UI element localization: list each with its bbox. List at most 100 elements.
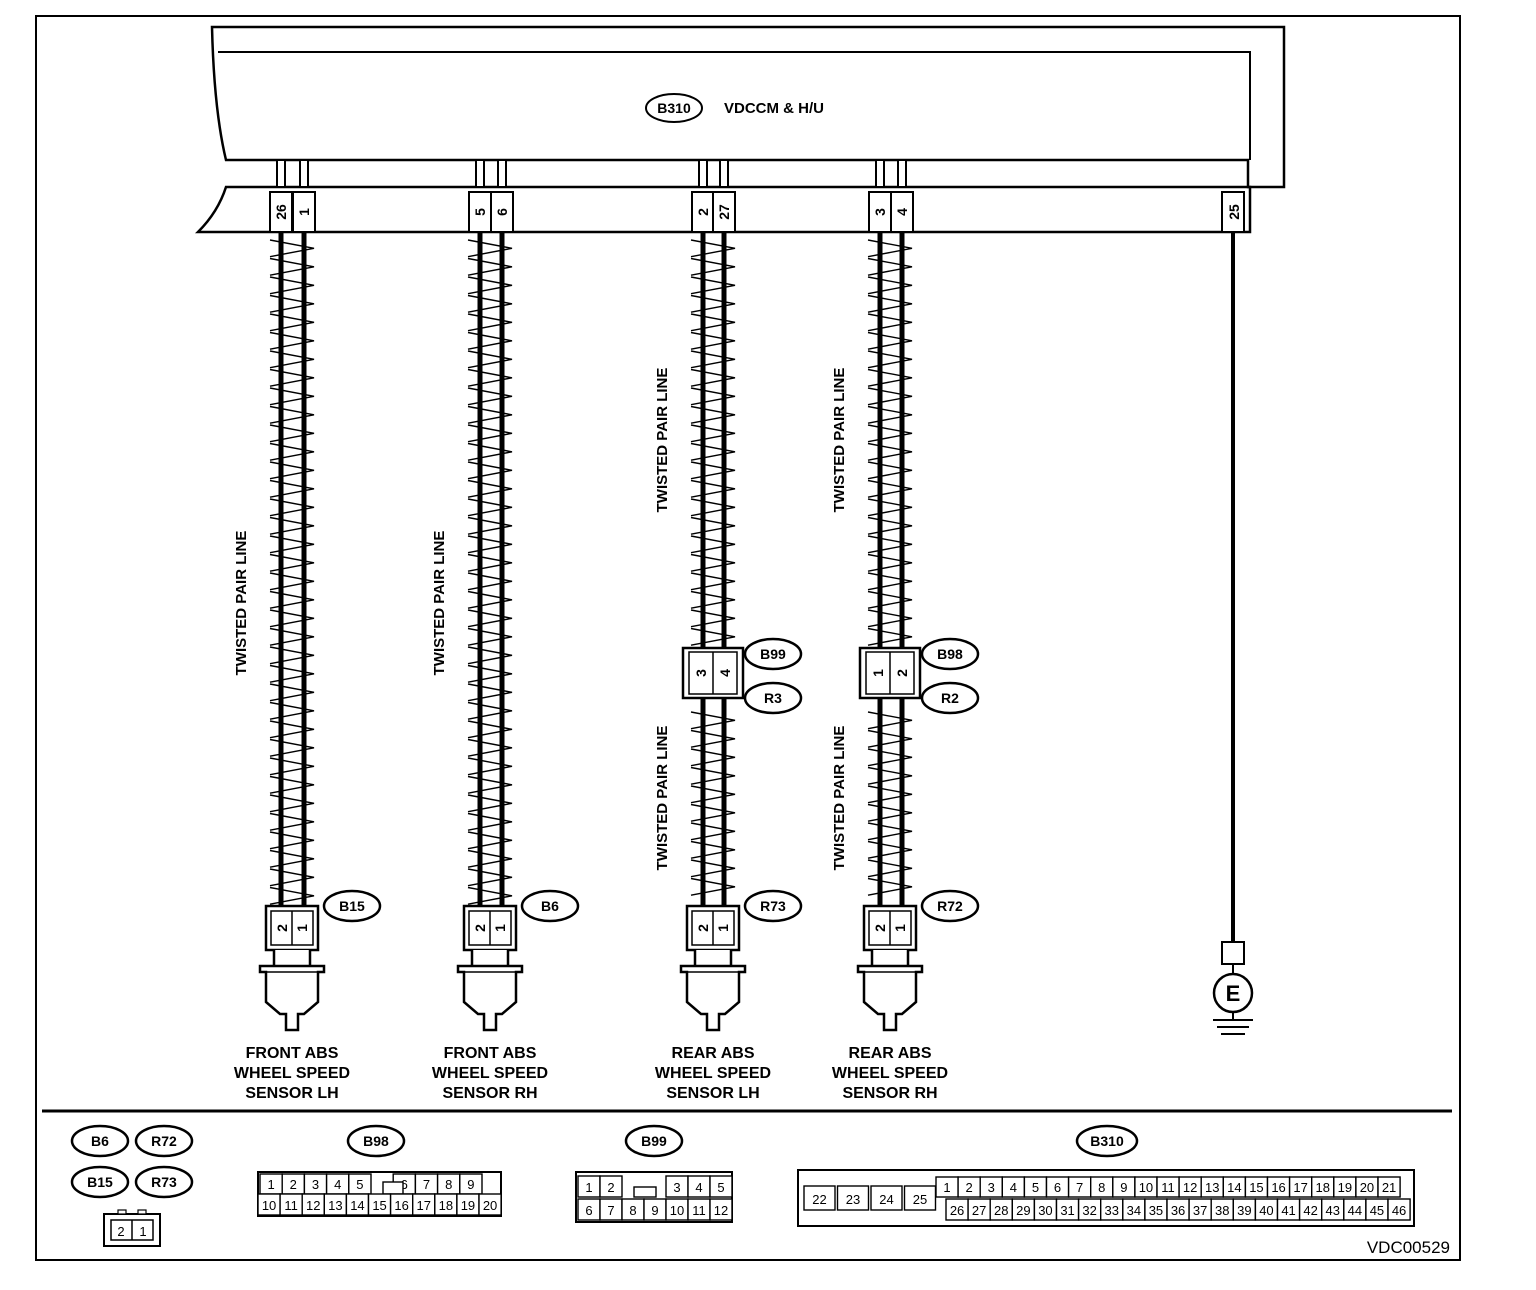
sensor-connector-pin-number: 1 — [892, 924, 908, 932]
legend-pin-number: 38 — [1215, 1203, 1229, 1218]
legend-pin-number: 18 — [1316, 1180, 1330, 1195]
ecu-pin-tab — [698, 159, 708, 188]
ecu-pin-number: 1 — [296, 208, 312, 216]
wheel-speed-sensor-body — [258, 950, 326, 1032]
intermediate-pin-number: 4 — [717, 669, 733, 677]
ground-pin-number: 25 — [1226, 204, 1242, 220]
legend-pin-number: 17 — [417, 1198, 431, 1213]
ecu-pin-number: 4 — [894, 208, 910, 216]
control-unit-connector-strip — [194, 185, 1252, 234]
legend-pin-number: 7 — [423, 1177, 430, 1192]
sensor-name-line: WHEEL SPEED — [832, 1065, 948, 1082]
legend-pin-number: 16 — [1271, 1180, 1285, 1195]
legend-pin-cell — [836, 1185, 870, 1211]
legend-pin-number: 37 — [1193, 1203, 1207, 1218]
legend-pin-number: 1 — [943, 1180, 950, 1195]
legend-pin-number: 16 — [394, 1198, 408, 1213]
legend-pin-number: 41 — [1281, 1203, 1295, 1218]
intermediate-connector-top-id: B99 — [760, 646, 786, 662]
legend-pin-number: 9 — [651, 1203, 658, 1218]
legend-pin-number: 42 — [1303, 1203, 1317, 1218]
legend-pin-cell — [1387, 1198, 1411, 1221]
sensor-connector-id: B15 — [339, 898, 365, 914]
intermediate-connector-bottom-id: R2 — [941, 690, 959, 706]
legend-pin-number: 2 — [966, 1180, 973, 1195]
outer-frame — [35, 15, 1461, 1261]
legend-pin-number: 13 — [1205, 1180, 1219, 1195]
ecu-pin-number: 5 — [472, 208, 488, 216]
sensor-connector-id: B6 — [541, 898, 559, 914]
legend-pin-number: 9 — [467, 1177, 474, 1192]
sensor-name-line: WHEEL SPEED — [234, 1065, 350, 1082]
ground-circuit: 25 E — [1212, 191, 1254, 1035]
legend-pin-cell — [599, 1175, 623, 1198]
legend-pin-number: 32 — [1082, 1203, 1096, 1218]
sensor-connector-pin-number: 2 — [695, 924, 711, 932]
legend-connector-id: B6 — [91, 1133, 109, 1149]
legend-pin-number: 18 — [439, 1198, 453, 1213]
legend-pin-number: 21 — [1382, 1180, 1396, 1195]
legend-pin-cell — [803, 1185, 836, 1211]
control-unit-inner-outline — [218, 51, 1251, 160]
legend-pin-number: 36 — [1171, 1203, 1185, 1218]
legend-pin-number: 4 — [334, 1177, 341, 1192]
ecu-pin-number: 3 — [872, 208, 888, 216]
legend-connector-id-badge — [134, 1165, 194, 1199]
legend-pin-number: 2 — [290, 1177, 297, 1192]
ground-terminal — [1221, 941, 1245, 965]
ecu-pin-number: 6 — [494, 208, 510, 216]
legend-pin-number: 2 — [607, 1180, 614, 1195]
sensor-connector-id-badge — [920, 889, 980, 923]
wheel-speed-sensor-body — [856, 950, 924, 1032]
legend-pin-number: 34 — [1127, 1203, 1141, 1218]
twisted-pair-coil — [269, 239, 315, 905]
legend-pin-number: 19 — [1338, 1180, 1352, 1195]
legend-pin-number: 40 — [1259, 1203, 1273, 1218]
twisted-pair-label: TWISTED PAIR LINE — [831, 726, 848, 871]
legend-pin-number: 6 — [401, 1177, 408, 1192]
legend-pin-number: 13 — [328, 1198, 342, 1213]
legend-pin-number: 20 — [483, 1198, 497, 1213]
legend-pin-number: 4 — [695, 1180, 702, 1195]
sensor-name-line: SENSOR LH — [245, 1085, 338, 1102]
sensor-connector-id: R72 — [937, 898, 963, 914]
legend-connector-id: B15 — [87, 1174, 113, 1190]
sensor-connector-id-badge — [322, 889, 382, 923]
legend-pin-number: 3 — [673, 1180, 680, 1195]
ecu-pin-tab — [299, 159, 309, 188]
legend-pin-number: 7 — [607, 1203, 614, 1218]
ecu-pin-tab — [897, 159, 907, 188]
sensor-connector-pin-number: 1 — [492, 924, 508, 932]
control-unit-body — [210, 25, 1286, 189]
legend-connector-id-badge — [70, 1124, 130, 1158]
legend-pin-number: 31 — [1060, 1203, 1074, 1218]
legend-pin-number: 1 — [585, 1180, 592, 1195]
sensor-name-line: SENSOR LH — [666, 1085, 759, 1102]
legend-pin-number: 12 — [306, 1198, 320, 1213]
legend-pin-number: 10 — [262, 1198, 276, 1213]
intermediate-pin-number: 1 — [870, 669, 886, 677]
legend-pin-number: 28 — [994, 1203, 1008, 1218]
ecu-pin-number: 27 — [716, 204, 732, 220]
sensor-name-line: SENSOR RH — [842, 1085, 937, 1102]
sensor-connector-id-badge — [520, 889, 580, 923]
legend-pin-number: 23 — [846, 1192, 860, 1207]
sensor-connector-id: R73 — [760, 898, 786, 914]
legend-pin-number: 7 — [1076, 1180, 1083, 1195]
legend-connector-id: R72 — [151, 1133, 177, 1149]
control-unit-name: VDCCM & H/U — [724, 100, 824, 117]
sensor-name-line: FRONT ABS — [246, 1045, 339, 1062]
intermediate-connector-top-id-badge — [743, 637, 803, 671]
legend-pin-number: 8 — [1098, 1180, 1105, 1195]
legend-pin-number: 15 — [372, 1198, 386, 1213]
legend-pin-number: 5 — [1032, 1180, 1039, 1195]
intermediate-pin-number: 2 — [894, 669, 910, 677]
intermediate-connector-top-id-badge — [920, 637, 980, 671]
legend-pin-number: 43 — [1326, 1203, 1340, 1218]
ecu-pin-tab — [875, 159, 885, 188]
sensor-connector-pin-number: 1 — [715, 924, 731, 932]
